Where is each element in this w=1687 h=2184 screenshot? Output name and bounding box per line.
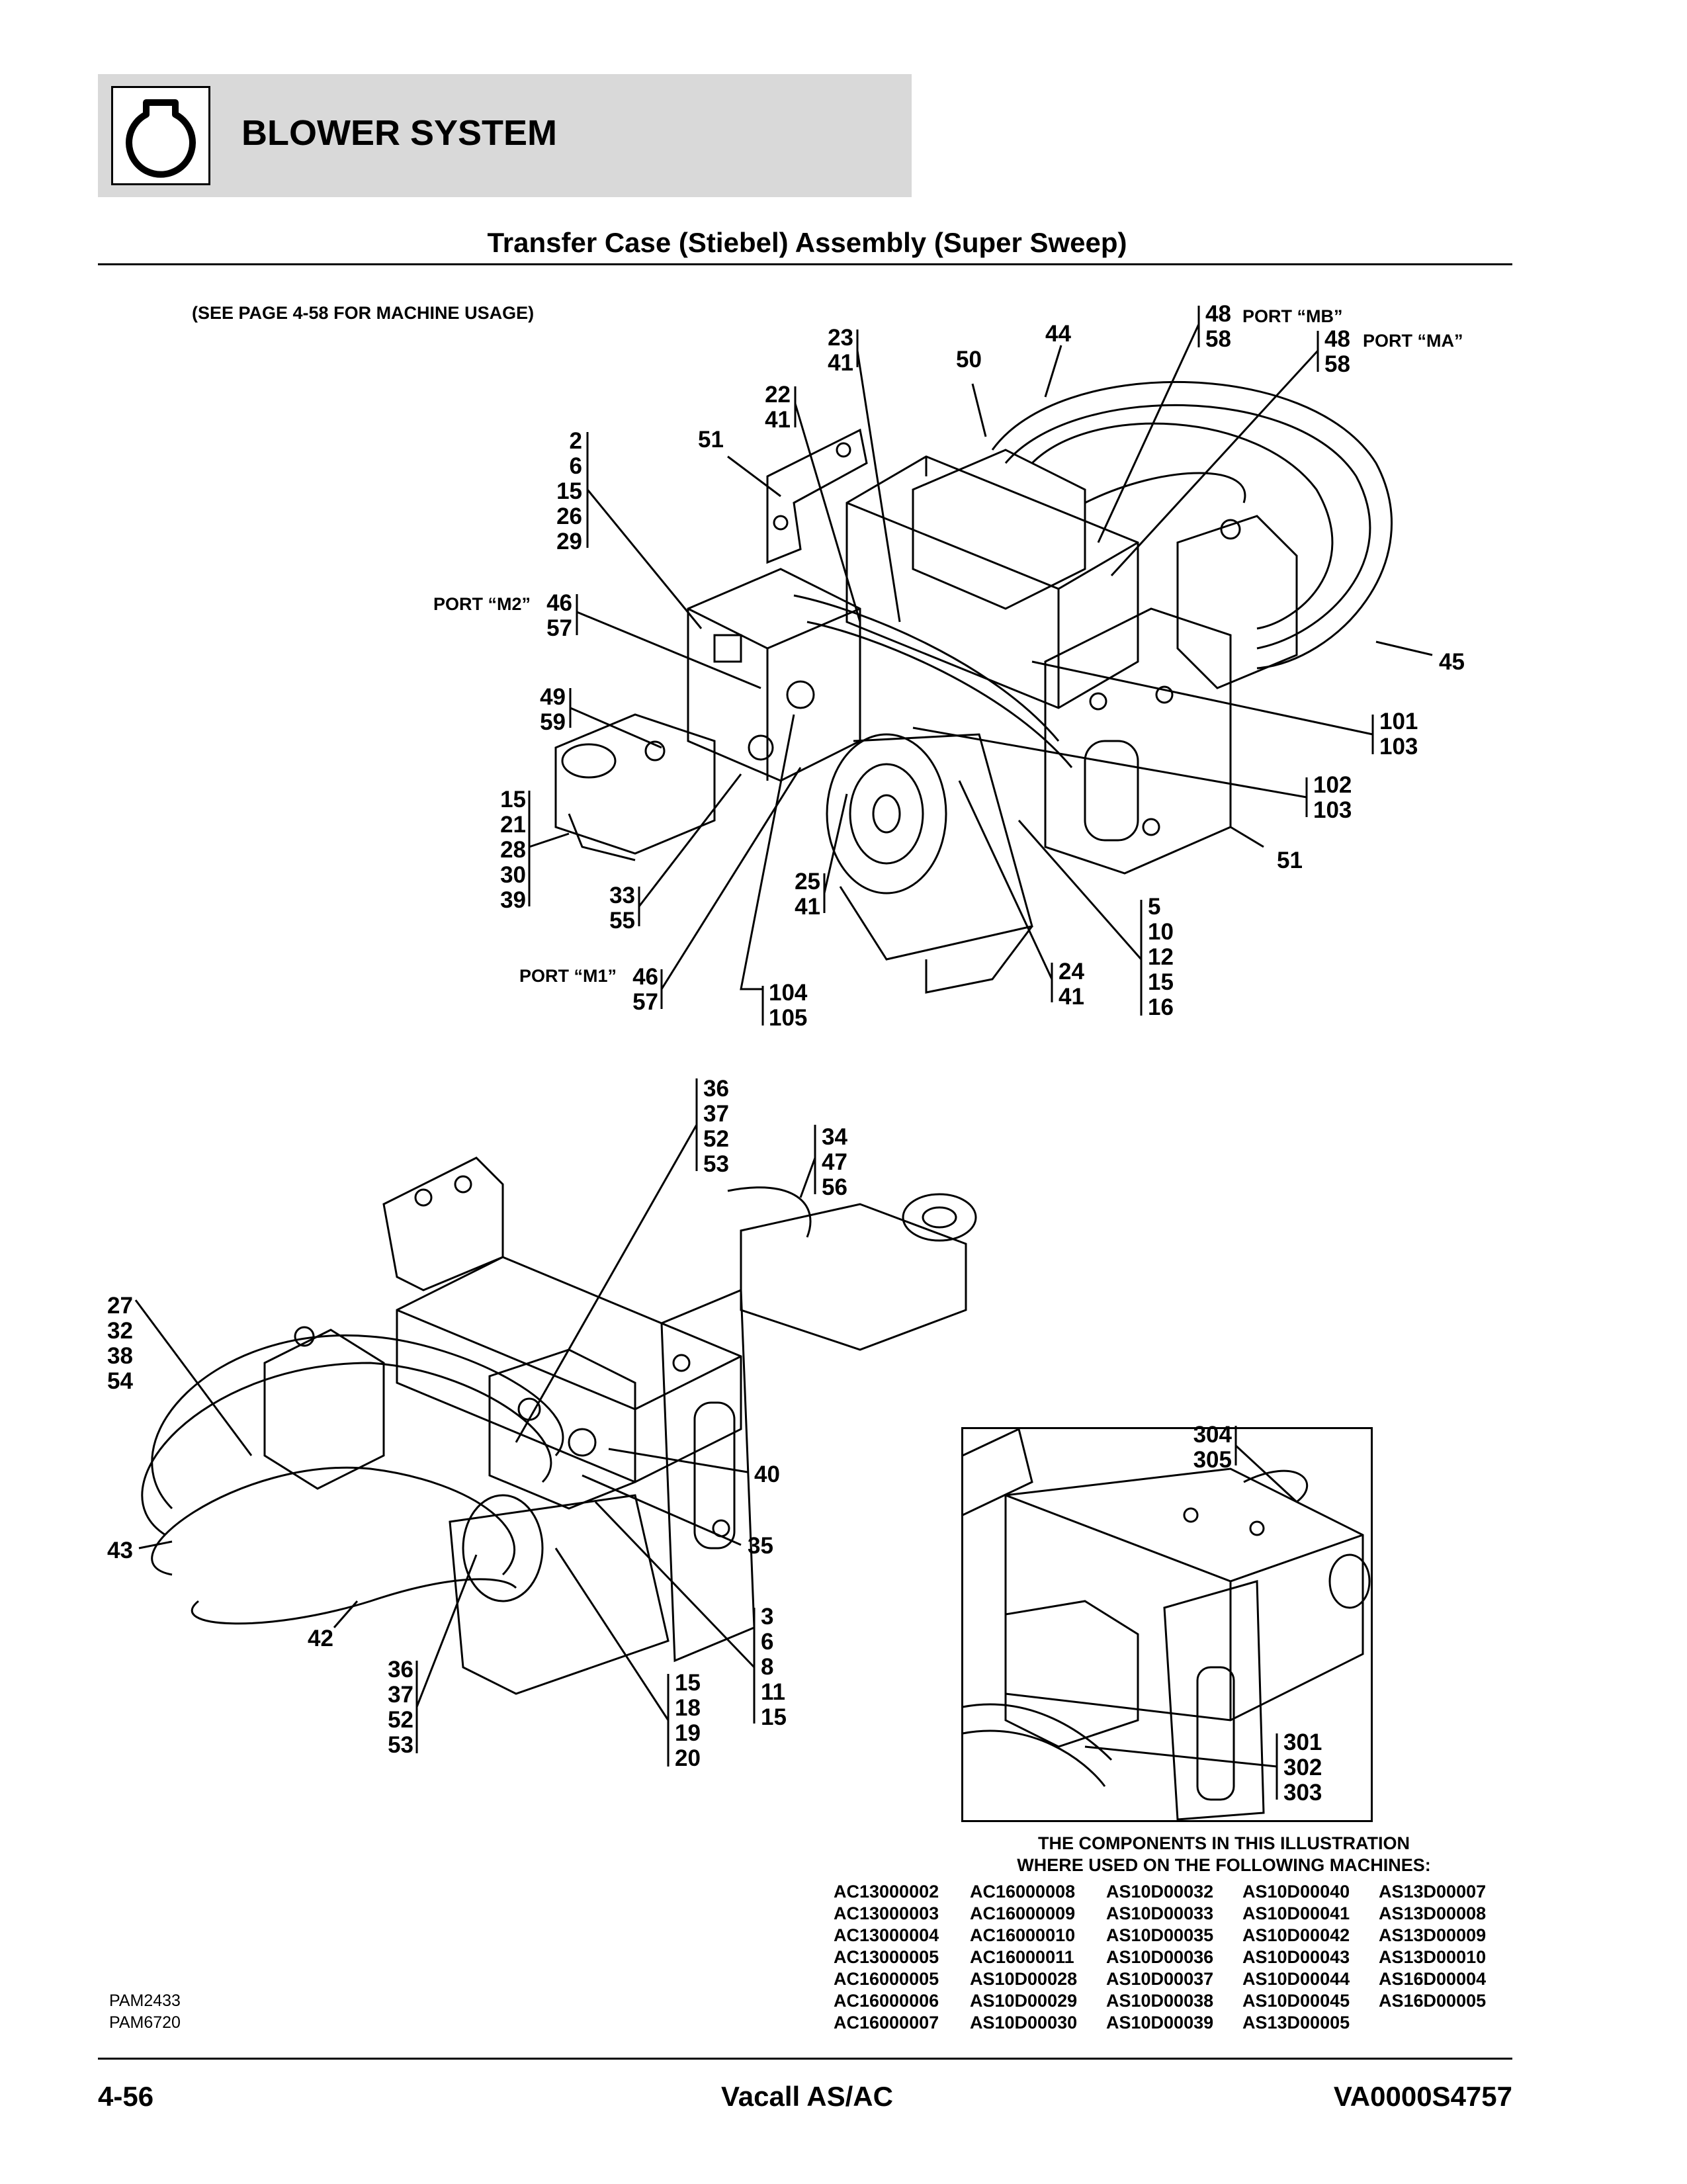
serial-cell: AC16000011 bbox=[970, 1947, 1074, 1967]
serial-cell: AS13D00009 bbox=[1379, 1925, 1487, 1945]
pam-code: PAM6720 bbox=[109, 2013, 181, 2032]
usage-note: (SEE PAGE 4-58 FOR MACHINE USAGE) bbox=[192, 303, 535, 323]
usage-caption: THE COMPONENTS IN THIS ILLUSTRATION WHER… bbox=[1017, 1833, 1431, 1875]
serial-cell: AC16000005 bbox=[834, 1969, 939, 1989]
port-ma-label: PORT “MA” bbox=[1363, 331, 1463, 351]
serial-cell: AS16D00004 bbox=[1379, 1969, 1487, 1989]
serial-cell: AS10D00045 bbox=[1242, 1991, 1350, 2011]
serial-cell: AC13000003 bbox=[834, 1903, 939, 1923]
footer-rule bbox=[98, 2058, 1512, 2060]
serial-cell bbox=[1379, 2012, 1515, 2034]
serial-cell: AS10D00042 bbox=[1242, 1925, 1350, 1945]
section-title: BLOWER SYSTEM bbox=[241, 113, 558, 153]
serial-cell: AC13000002 bbox=[834, 1882, 939, 1901]
serial-cell: AS10D00030 bbox=[970, 2013, 1078, 2032]
serial-cell: AS10D00029 bbox=[970, 1991, 1078, 2011]
callout-44: 44 bbox=[1045, 321, 1071, 347]
serial-cell: AS10D00039 bbox=[1106, 2013, 1214, 2032]
serial-cell: AC16000006 bbox=[834, 1991, 939, 2011]
serial-cell: AC16000008 bbox=[970, 1882, 1076, 1901]
product-name: Vacall AS/AC bbox=[721, 2081, 893, 2112]
serial-cell: AC16000010 bbox=[970, 1925, 1076, 1945]
callout-50: 50 bbox=[956, 347, 982, 372]
callout-51-top: 51 bbox=[698, 427, 724, 453]
section-header bbox=[98, 74, 912, 197]
serial-cell: AS10D00028 bbox=[970, 1969, 1078, 1989]
serial-cell: AC13000005 bbox=[834, 1947, 939, 1967]
serial-cell: AS13D00005 bbox=[1242, 2013, 1350, 2032]
port-mb-label: PORT “MB” bbox=[1242, 306, 1343, 326]
callout-40: 40 bbox=[754, 1462, 780, 1487]
serial-cell: AS10D00044 bbox=[1242, 1969, 1350, 1989]
callout-43: 43 bbox=[107, 1538, 133, 1563]
header-rule bbox=[98, 263, 1512, 265]
serial-cell: AS13D00007 bbox=[1379, 1882, 1487, 1901]
serial-cell: AS16D00005 bbox=[1379, 1991, 1487, 2011]
page-number: 4-56 bbox=[98, 2081, 154, 2112]
serial-cell: AS10D00036 bbox=[1106, 1947, 1214, 1967]
serial-cell: AS10D00037 bbox=[1106, 1969, 1214, 1989]
serial-cell: AS13D00008 bbox=[1379, 1903, 1487, 1923]
serial-cell: AS10D00033 bbox=[1106, 1903, 1214, 1923]
document-id: VA0000S4757 bbox=[1333, 2081, 1512, 2112]
serial-cell: AS10D00032 bbox=[1106, 1882, 1214, 1901]
port-m2-label: PORT “M2” bbox=[433, 594, 531, 614]
serial-cell: AS10D00041 bbox=[1242, 1903, 1350, 1923]
serial-cell: AS10D00035 bbox=[1106, 1925, 1214, 1945]
serial-cell: AS13D00010 bbox=[1379, 1947, 1487, 1967]
callout-35: 35 bbox=[748, 1533, 773, 1559]
serial-cell: AS10D00040 bbox=[1242, 1882, 1350, 1901]
serial-cell: AC13000004 bbox=[834, 1925, 939, 1945]
callout-51-right: 51 bbox=[1277, 848, 1303, 873]
port-m1-label: PORT “M1” bbox=[519, 966, 617, 986]
callout-45: 45 bbox=[1439, 649, 1465, 675]
serial-cell: AC16000009 bbox=[970, 1903, 1076, 1923]
serial-cell: AS10D00043 bbox=[1242, 1947, 1350, 1967]
detail-inset bbox=[961, 1427, 1373, 1822]
serial-cell: AS10D00038 bbox=[1106, 1991, 1214, 2011]
blower-icon bbox=[111, 86, 210, 185]
callout-42: 42 bbox=[308, 1626, 333, 1651]
machine-serial-table: AC13000002 AC16000008 AS10D00032 AS10D00… bbox=[834, 1881, 1515, 2034]
serial-cell: AC16000007 bbox=[834, 2013, 939, 2032]
page-subtitle: Transfer Case (Stiebel) Assembly (Super … bbox=[487, 227, 1127, 258]
pam-code: PAM2433 bbox=[109, 1991, 181, 2010]
